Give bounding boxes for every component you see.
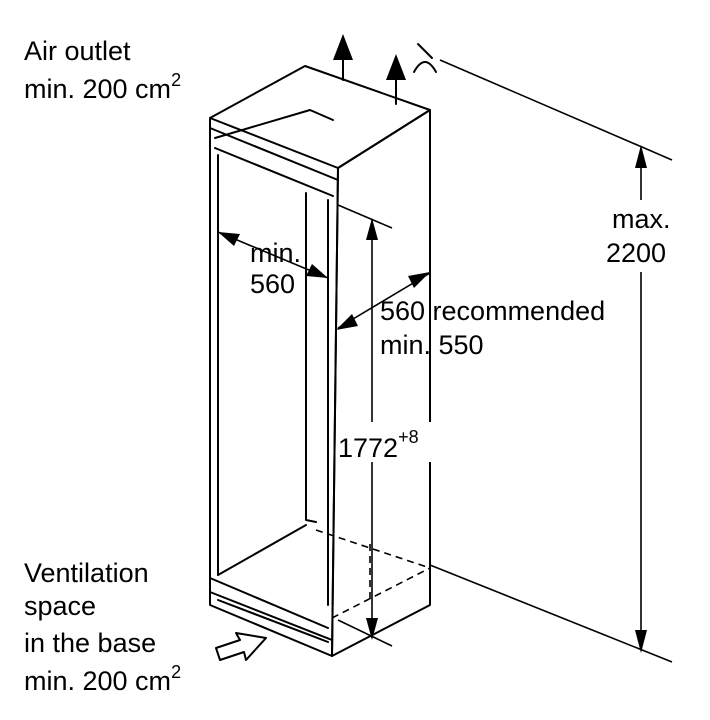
air-outlet-line2: min. 200 cm2 — [24, 70, 181, 104]
max-height-label: max. 2200 — [604, 200, 686, 272]
ventilation-inlet-arrow — [215, 632, 267, 661]
bottom-shelf-back — [217, 524, 307, 576]
arrow-up-icon — [333, 34, 353, 60]
inner-back-edge — [305, 192, 317, 523]
cabinet-left-panel — [209, 117, 339, 657]
depth-label: 560 recommended min. 550 — [380, 296, 605, 360]
bottom-shelf-front — [209, 577, 329, 629]
ventilation-line1: Ventilation — [24, 558, 149, 588]
depth-line1: 560 recommended — [380, 296, 605, 326]
top-inner-shelf-back — [214, 109, 334, 139]
max-height-line2: 2200 — [606, 238, 666, 268]
cabinet-right-panel — [331, 109, 431, 657]
break-symbol — [413, 43, 437, 73]
hidden-back-edge-2 — [331, 567, 431, 619]
hidden-back-edge-1 — [315, 529, 431, 569]
niche-height-label: 1772+8 — [336, 422, 444, 463]
inner-width-label: min. 560 — [250, 238, 301, 299]
max-height-line1: max. — [612, 204, 671, 234]
base-rail-top — [209, 591, 333, 641]
niche-height-value: 1772+8 — [338, 427, 419, 463]
dimension-depth — [336, 272, 431, 330]
ventilation-line4: min. 200 cm2 — [24, 662, 181, 696]
inner-width-line1: min. — [250, 238, 301, 268]
depth-line2: min. 550 — [380, 330, 484, 360]
arrow-up-icon — [386, 54, 406, 80]
ventilation-line3: in the base — [24, 628, 156, 658]
cabinet-niche — [209, 65, 431, 657]
ventilation-label: Ventilation space in the base min. 200 c… — [24, 558, 181, 696]
dimension-max-height — [429, 59, 673, 663]
air-outlet-line1: Air outlet — [24, 36, 131, 66]
dimension-inner-width — [217, 231, 329, 279]
inner-width-line2: 560 — [250, 269, 295, 299]
arrow-right-icon — [215, 632, 267, 661]
air-outlet-arrows — [333, 34, 437, 105]
top-inner-shelf-front — [214, 147, 334, 197]
base-rail-inner — [217, 599, 329, 643]
air-outlet-label: Air outlet min. 200 cm2 — [24, 36, 181, 104]
top-front-rail — [209, 127, 339, 181]
ventilation-line2: space — [24, 591, 96, 621]
